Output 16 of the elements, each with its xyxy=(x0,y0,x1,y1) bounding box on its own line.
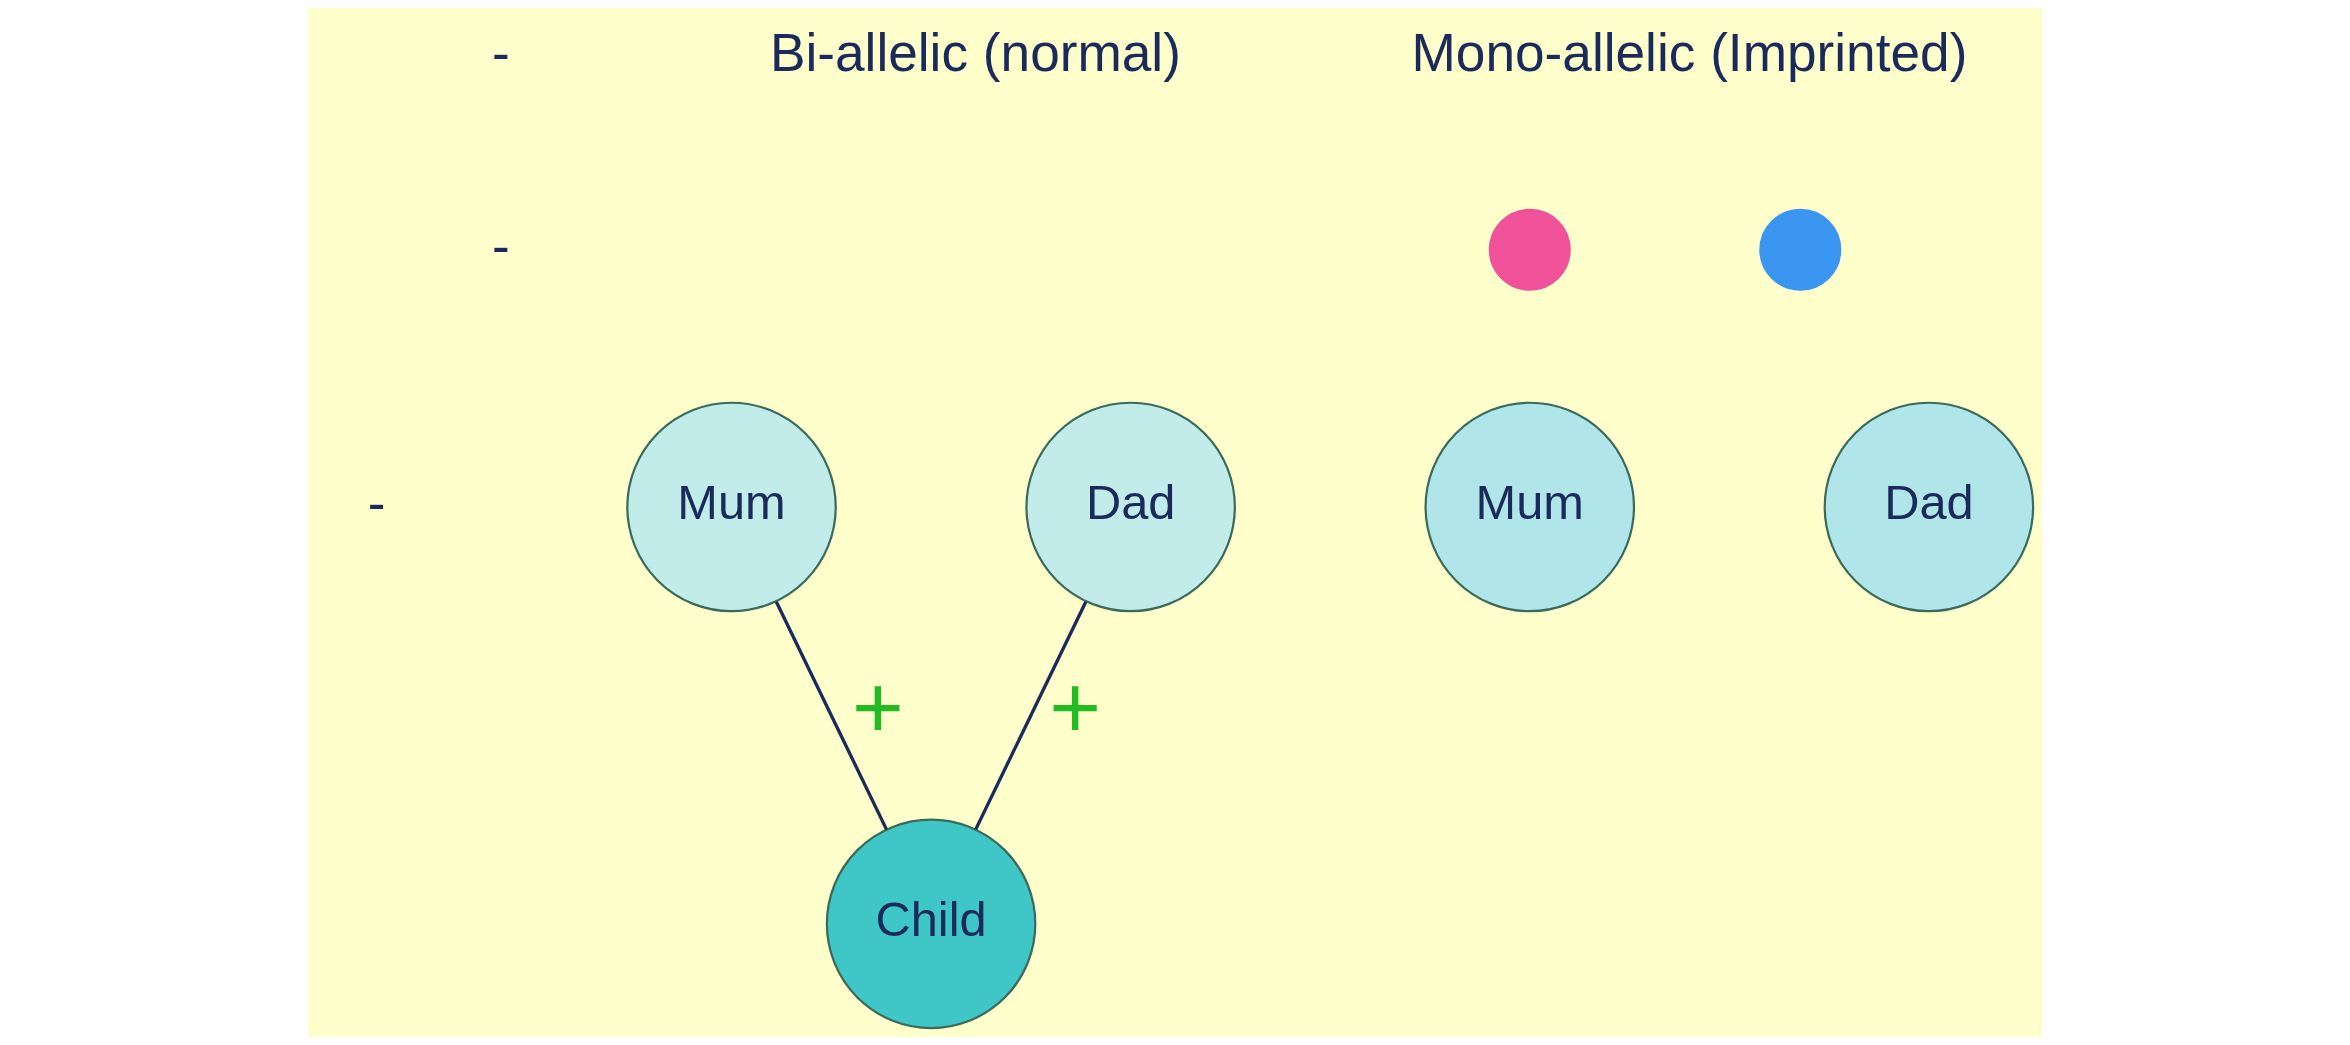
node-circle: Child xyxy=(825,818,1037,1030)
label: Bi-allelic (normal) xyxy=(769,22,1181,82)
label: - xyxy=(492,215,510,275)
edge-label: + xyxy=(851,657,904,757)
node-circle: Mum xyxy=(626,401,837,613)
connector xyxy=(774,601,888,831)
label: - xyxy=(367,472,386,532)
node-circle: Dad xyxy=(1025,401,1236,613)
node-circle xyxy=(1488,208,1571,291)
label: - xyxy=(492,22,510,82)
node-circle: Mum xyxy=(1424,401,1636,613)
node-circle xyxy=(1759,208,1842,291)
label: Mono-allelic (Imprinted) xyxy=(1411,22,1968,82)
edge-label: + xyxy=(1049,657,1102,757)
node-circle: Dad xyxy=(1823,401,2035,613)
connector xyxy=(974,601,1088,831)
